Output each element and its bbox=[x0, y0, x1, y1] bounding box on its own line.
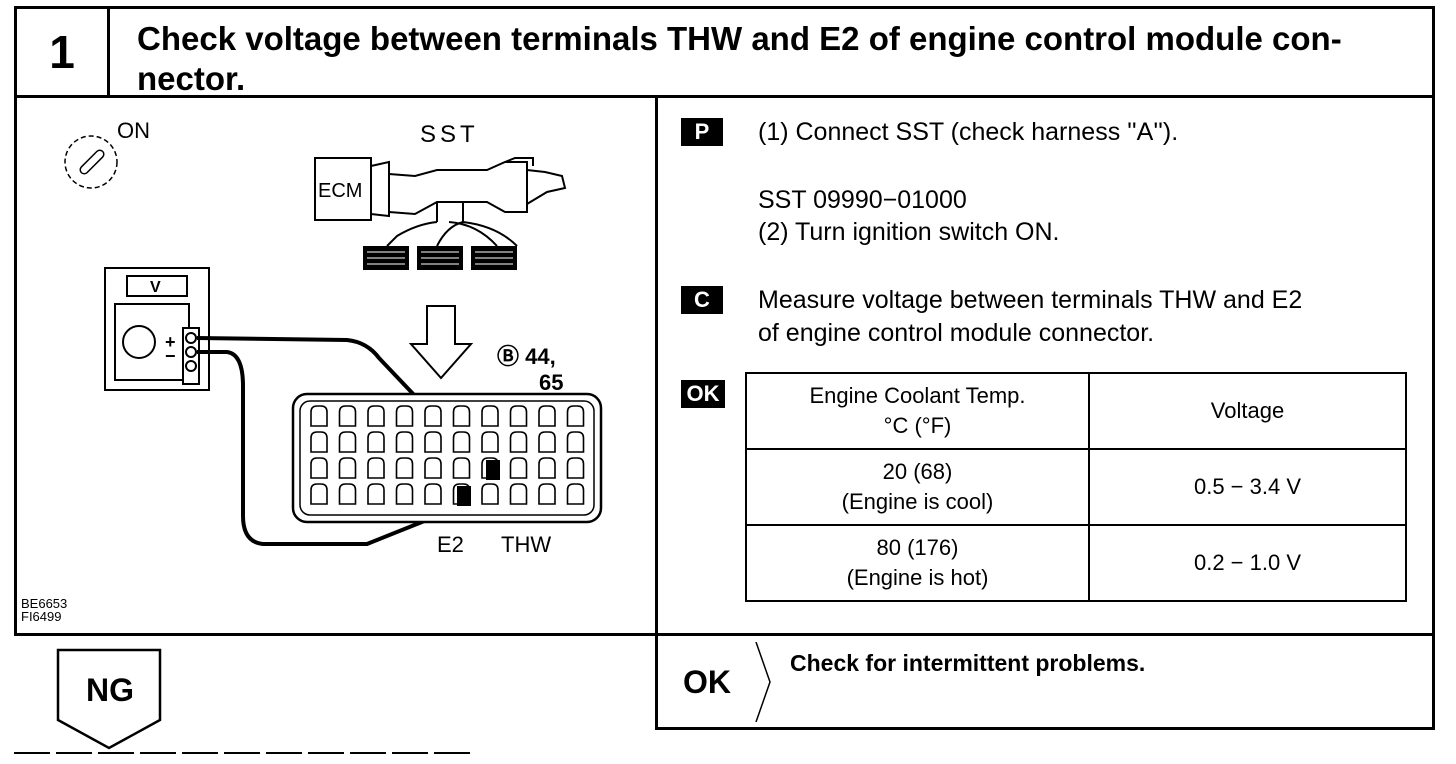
connector-pin bbox=[481, 483, 499, 505]
temp-value: 80 (176) bbox=[876, 535, 959, 560]
connector-pin bbox=[452, 405, 471, 427]
ok-action: Check for intermittent problems. bbox=[790, 650, 1146, 676]
panel-divider bbox=[655, 633, 1435, 636]
p-step-2: (2) Turn ignition switch ON. bbox=[758, 218, 1060, 246]
connector-blocks-icon bbox=[363, 246, 517, 270]
ok-chevron-icon bbox=[755, 642, 771, 722]
connector-pin bbox=[395, 457, 414, 479]
p-tag: P bbox=[681, 118, 723, 146]
connector-pin bbox=[566, 483, 585, 505]
connector-pin bbox=[310, 431, 328, 453]
arrow-down-icon bbox=[408, 305, 474, 380]
connector-pin bbox=[367, 431, 385, 453]
spec-table: Engine Coolant Temp. °C (°F) Voltage 20 … bbox=[745, 372, 1407, 602]
figure-code-2: FI6499 bbox=[21, 609, 61, 624]
p-step-1: (1) Connect SST (check harness ''A''). bbox=[758, 118, 1179, 146]
connector-pin bbox=[509, 483, 528, 505]
connector-pin bbox=[367, 457, 385, 479]
connector-pin bbox=[310, 457, 328, 479]
step-frame: 1 Check voltage between terminals THW an… bbox=[14, 6, 1438, 750]
connector-pin bbox=[395, 483, 414, 505]
connector-pin bbox=[395, 405, 414, 427]
ecm-connector-icon bbox=[291, 392, 603, 524]
connector-pin bbox=[338, 457, 357, 479]
meter-v-label: V bbox=[150, 279, 161, 296]
voltage-cell: 0.5 − 3.4 V bbox=[1088, 448, 1407, 526]
meter-plus-label: + bbox=[165, 332, 176, 352]
sst-number: SST 09990−01000 bbox=[758, 186, 967, 214]
connector-pin bbox=[424, 431, 442, 453]
ng-label: NG bbox=[86, 672, 134, 708]
connector-pin bbox=[538, 457, 556, 479]
header-temp: Engine Coolant Temp. °C (°F) bbox=[745, 372, 1090, 450]
connector-b-label-2: 65 bbox=[539, 370, 563, 395]
table-row: 80 (176) (Engine is hot) 0.2 − 1.0 V bbox=[745, 524, 1407, 602]
connector-pin bbox=[395, 431, 414, 453]
header-temp-line1: Engine Coolant Temp. bbox=[809, 383, 1026, 408]
voltmeter-icon bbox=[104, 267, 210, 391]
temp-cell: 80 (176) (Engine is hot) bbox=[745, 524, 1090, 602]
header-voltage: Voltage bbox=[1088, 372, 1407, 450]
connector-pin bbox=[367, 483, 385, 505]
connector-pin bbox=[424, 483, 442, 505]
step-title-line1: Check voltage between terminals THW and … bbox=[137, 20, 1342, 57]
meter-minus-label: − bbox=[165, 346, 176, 366]
ng-arrow-icon bbox=[56, 648, 162, 750]
e2-probe-wire bbox=[197, 350, 458, 546]
connector-pin bbox=[452, 457, 471, 479]
connector-pin bbox=[338, 405, 357, 427]
temp-condition: (Engine is cool) bbox=[841, 489, 994, 514]
connector-pin bbox=[566, 405, 585, 427]
connector-pin bbox=[452, 431, 471, 453]
temp-cell: 20 (68) (Engine is cool) bbox=[745, 448, 1090, 526]
c-tag: C bbox=[681, 286, 723, 314]
connector-pin bbox=[538, 431, 556, 453]
temp-value: 20 (68) bbox=[882, 459, 953, 484]
bottom-dashed-rule bbox=[14, 752, 474, 754]
connector-pin bbox=[538, 405, 556, 427]
ok-label: OK bbox=[683, 664, 731, 700]
connector-pin bbox=[367, 405, 385, 427]
c-line-2: of engine control module connector. bbox=[758, 319, 1155, 347]
connector-pin bbox=[509, 405, 528, 427]
ignition-key-icon bbox=[64, 135, 118, 189]
voltage-cell: 0.2 − 1.0 V bbox=[1088, 524, 1407, 602]
connector-pin bbox=[424, 457, 442, 479]
ok-tag: OK bbox=[681, 380, 725, 408]
connector-pin bbox=[310, 405, 328, 427]
step-title-line2: nector. bbox=[137, 60, 246, 97]
connector-pin bbox=[338, 483, 357, 505]
table-row: 20 (68) (Engine is cool) 0.5 − 3.4 V bbox=[745, 448, 1407, 526]
connector-pin bbox=[481, 431, 499, 453]
connector-pin bbox=[509, 457, 528, 479]
connector-pin bbox=[310, 483, 328, 505]
thw-label: THW bbox=[501, 532, 551, 557]
e2-label: E2 bbox=[437, 532, 464, 557]
wiring-illustration: ON SST ECM bbox=[21, 118, 603, 624]
connector-pin bbox=[509, 431, 528, 453]
procedure-panel bbox=[655, 96, 1435, 730]
connector-pin bbox=[566, 431, 585, 453]
header-temp-line2: °C (°F) bbox=[883, 413, 952, 438]
table-header-row: Engine Coolant Temp. °C (°F) Voltage bbox=[745, 372, 1407, 450]
connector-pin bbox=[538, 483, 556, 505]
sst-label: SST bbox=[420, 121, 479, 148]
temp-condition: (Engine is hot) bbox=[846, 565, 989, 590]
step-title: Check voltage between terminals THW and … bbox=[137, 19, 1427, 99]
sst-harness-icon bbox=[314, 157, 567, 247]
c-line-1: Measure voltage between terminals THW an… bbox=[758, 286, 1303, 314]
connector-pin bbox=[424, 405, 442, 427]
thw-probe-wire bbox=[196, 336, 493, 478]
figure-code-1: BE6653 bbox=[21, 596, 67, 611]
connector-pin bbox=[338, 431, 357, 453]
connector-b-label: Ⓑ 44, bbox=[497, 344, 556, 369]
figure-panel: ON SST ECM bbox=[14, 96, 658, 636]
connector-pin bbox=[566, 457, 585, 479]
connector-pin bbox=[481, 405, 499, 427]
ignition-on-label: ON bbox=[117, 118, 150, 143]
step-number: 1 bbox=[17, 9, 110, 95]
ecm-label: ECM bbox=[318, 180, 362, 202]
step-header: 1 Check voltage between terminals THW an… bbox=[14, 6, 1435, 98]
